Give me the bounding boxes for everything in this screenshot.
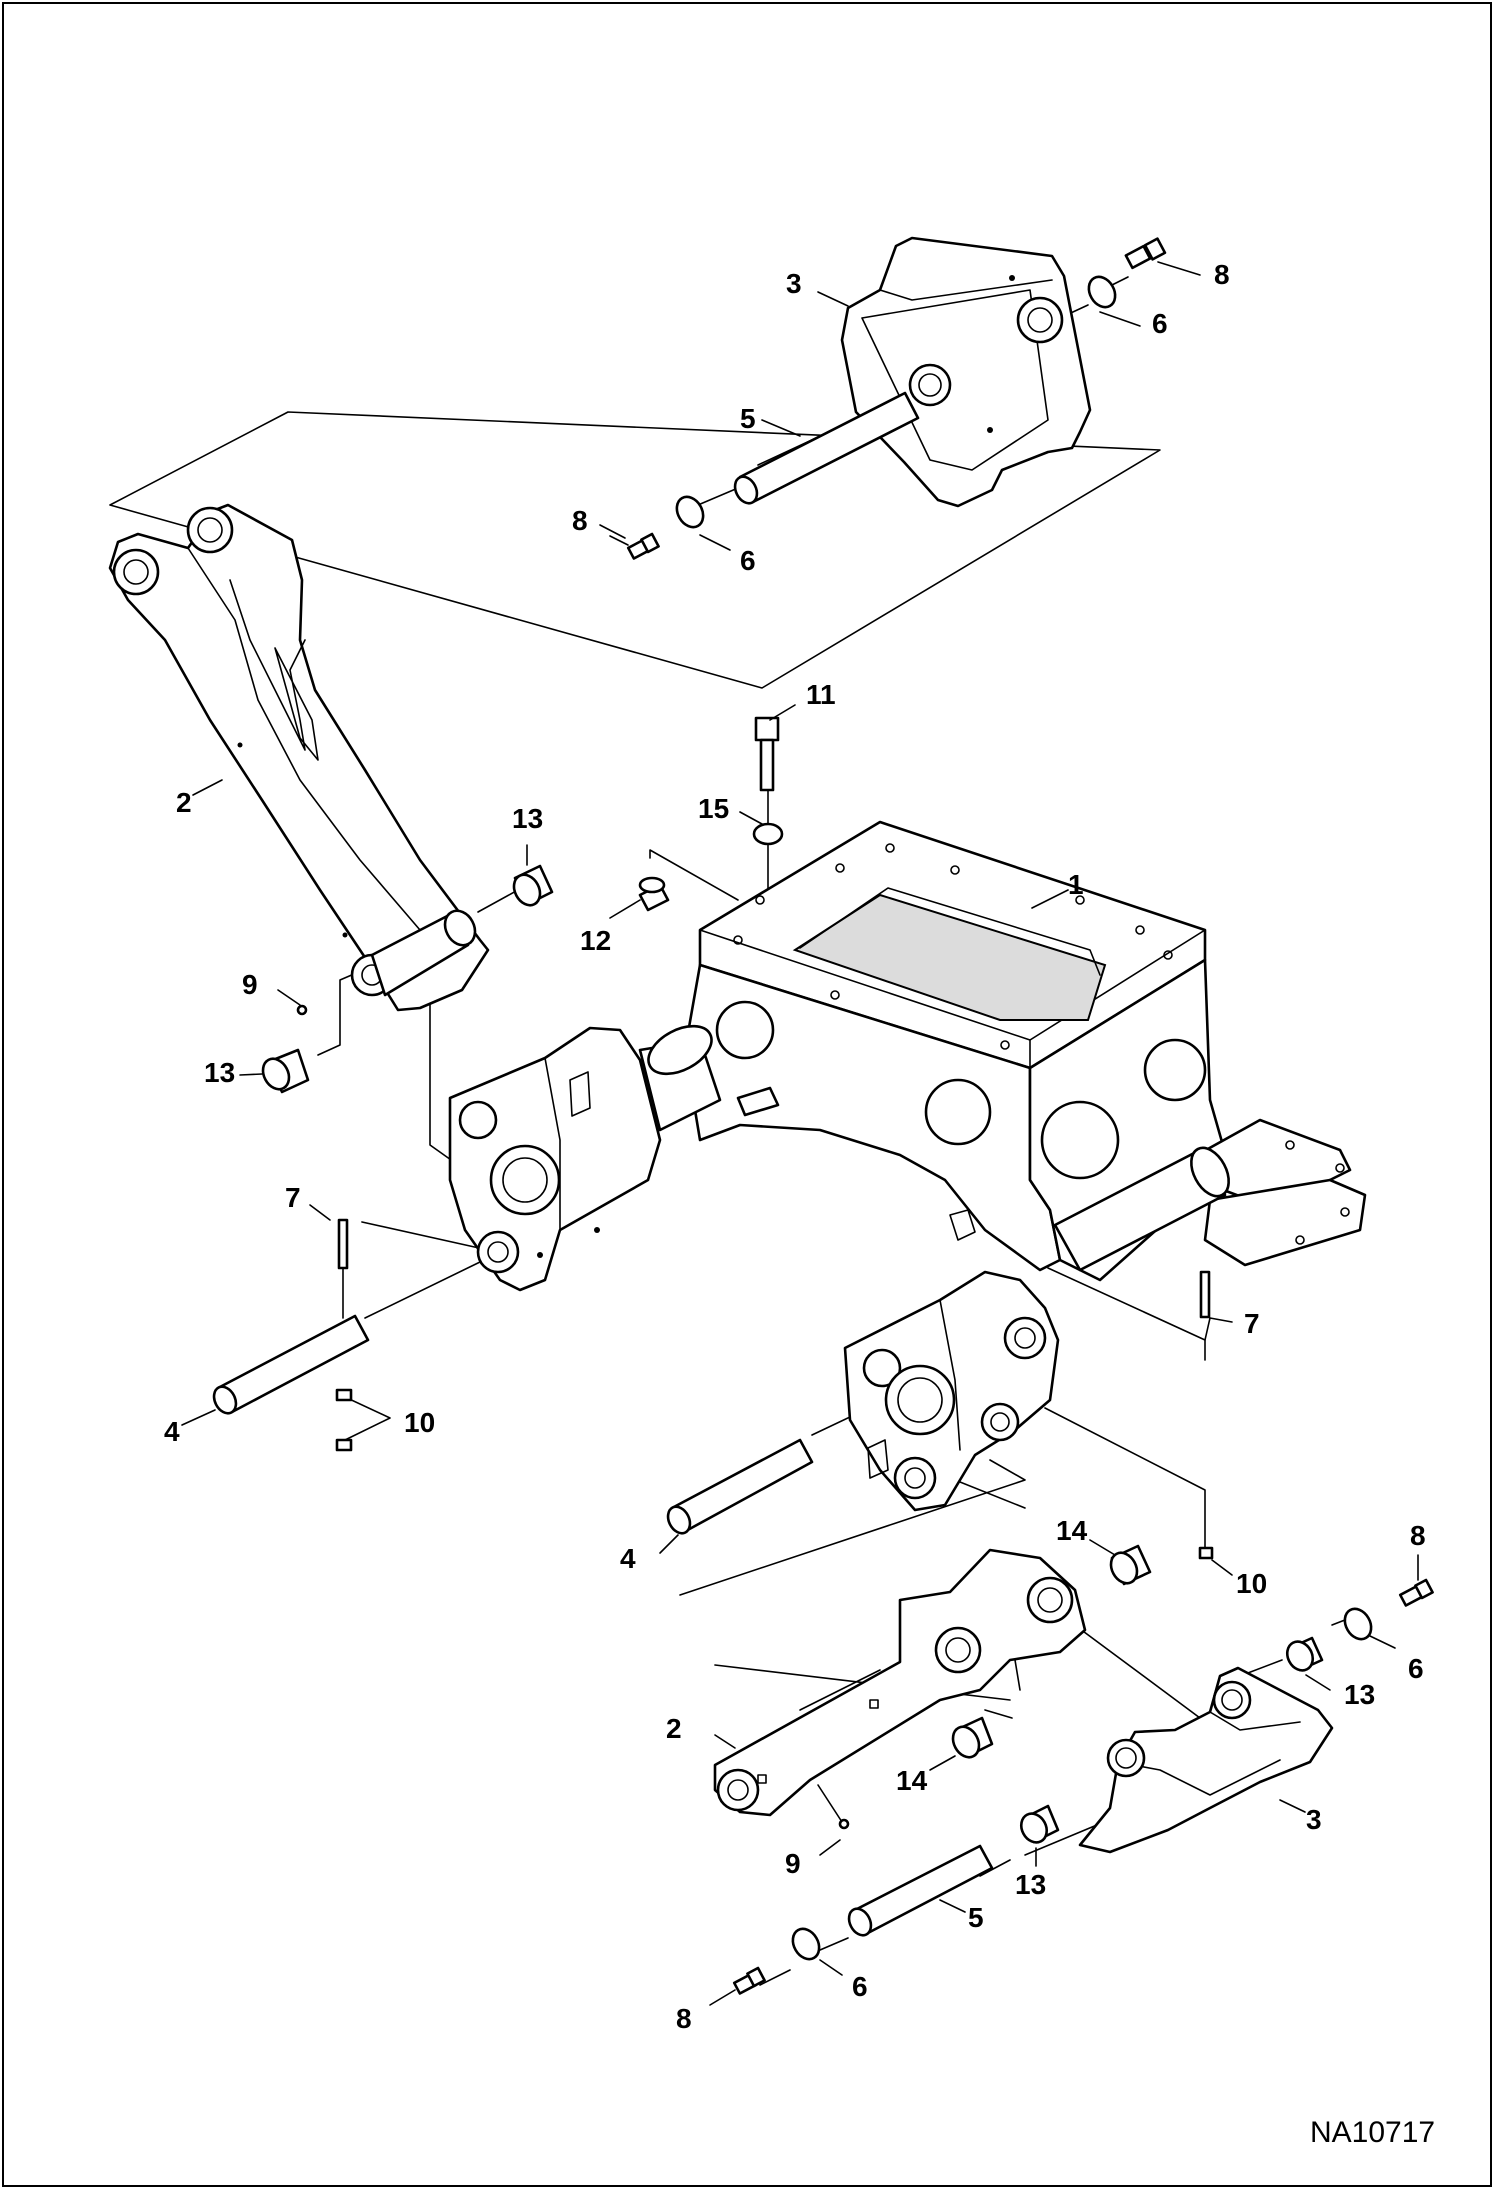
sleeve-14-lower <box>951 1716 994 1759</box>
callout-12: 12 <box>580 925 611 956</box>
callout-9-lower: 9 <box>785 1848 801 1879</box>
callout-14-upper: 14 <box>1056 1515 1088 1546</box>
fitting-9-lower <box>838 1818 850 1830</box>
callout-3-lower: 3 <box>1306 1804 1322 1835</box>
main-frame <box>638 820 1367 1282</box>
pin-5-upper <box>733 391 920 505</box>
pin-4-center <box>666 1438 814 1535</box>
callout-8-lower-left: 8 <box>676 2003 692 2034</box>
sleeve-13-lower-center <box>1019 1804 1060 1844</box>
callout-7-left: 7 <box>285 1182 301 1213</box>
washer-6-upper-right <box>1087 275 1117 309</box>
bolt-8-lower-right <box>1398 1578 1434 1607</box>
callout-3-upper: 3 <box>786 268 802 299</box>
leader-lines <box>109 276 1351 1986</box>
arm-upper <box>108 503 490 1012</box>
washer-15 <box>752 822 784 846</box>
callout-8-lower-right: 8 <box>1410 1520 1426 1551</box>
callout-6-upper-right: 6 <box>1152 308 1168 339</box>
pin-5-lower <box>847 1844 994 1937</box>
arm-lower <box>713 1548 1087 1817</box>
callout-6-upper-left: 6 <box>740 545 756 576</box>
callout-4-center: 4 <box>620 1543 636 1574</box>
callout-10-left: 10 <box>404 1407 435 1438</box>
callout-9-upper: 9 <box>242 969 258 1000</box>
callout-11: 11 <box>806 679 836 710</box>
bolt-8-upper-left <box>626 532 660 560</box>
pivot-bracket-left <box>448 1026 662 1292</box>
sleeve-14-upper <box>1109 1544 1152 1586</box>
callout-5-lower: 5 <box>968 1902 984 1933</box>
nut-12 <box>638 876 670 912</box>
callout-2-lower: 2 <box>666 1713 682 1744</box>
bracket-lower <box>1078 1666 1334 1854</box>
callout-8-upper-right: 8 <box>1214 259 1230 290</box>
drawing-number: NA10717 <box>1310 2116 1435 2149</box>
callout-2-upper: 2 <box>176 787 192 818</box>
sleeve-13-lower-right <box>1285 1636 1324 1672</box>
callout-leaders <box>181 261 1419 2006</box>
bolt-8-upper-right <box>1124 237 1167 270</box>
nut-10-right <box>1198 1546 1214 1560</box>
callout-13-upper: 13 <box>512 803 543 834</box>
pin-4-left <box>212 1314 370 1415</box>
bolt-7-right <box>1199 1270 1211 1319</box>
callout-13-left: 13 <box>204 1057 235 1088</box>
washer-6-lower-left <box>791 1927 821 1961</box>
callout-6-lower-left: 6 <box>852 1971 868 2002</box>
bolt-7-left <box>337 1218 349 1270</box>
callout-8-upper-left: 8 <box>572 505 588 536</box>
bolt-11 <box>754 716 780 792</box>
pivot-bracket-right <box>843 1270 1060 1512</box>
washer-6-upper-left <box>675 495 705 529</box>
nuts-10-left <box>335 1388 353 1452</box>
fitting-9-upper <box>296 1004 308 1016</box>
callout-10-right: 10 <box>1236 1568 1267 1599</box>
callout-7-right: 7 <box>1244 1308 1260 1339</box>
sleeve-13-left <box>261 1048 310 1094</box>
sleeve-13-upper <box>512 864 554 907</box>
callout-6-lower-right: 6 <box>1408 1653 1424 1684</box>
bracket-upper <box>840 236 1092 508</box>
callout-15: 15 <box>698 793 729 824</box>
callout-14-lower: 14 <box>896 1765 928 1796</box>
bolt-8-lower-left <box>732 1966 766 1995</box>
callout-5-upper: 5 <box>740 403 756 434</box>
callout-13-lower-center: 13 <box>1015 1869 1046 1900</box>
callout-13-lower-right: 13 <box>1344 1679 1375 1710</box>
callout-4-left: 4 <box>164 1416 180 1447</box>
washer-6-lower-right <box>1343 1607 1373 1641</box>
callout-1: 1 <box>1068 869 1084 900</box>
